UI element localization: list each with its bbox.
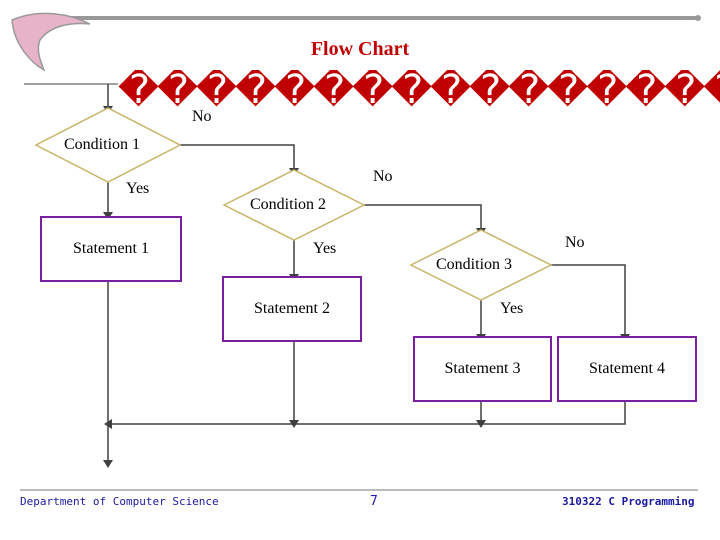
slide-title: Flow Chart	[310, 38, 410, 60]
branch-no-3: No	[565, 234, 585, 251]
condition-1-label: Condition 1	[64, 136, 141, 153]
garbled-heading: �����������������	[118, 70, 720, 110]
statement-4-box: Statement 4	[557, 336, 697, 402]
statement-4-label: Statement 4	[589, 360, 665, 377]
branch-yes-2: Yes	[313, 240, 337, 257]
decision-condition-1	[34, 107, 182, 183]
footer-department: Department of Computer Science	[20, 495, 219, 508]
statement-1-label: Statement 1	[73, 240, 149, 257]
branch-yes-1: Yes	[126, 180, 150, 197]
branch-yes-3: Yes	[500, 300, 524, 317]
decision-condition-3	[409, 229, 553, 301]
flow-connectors	[107, 84, 626, 462]
branch-no-2: No	[373, 168, 393, 185]
statement-3-box: Statement 3	[413, 336, 552, 402]
footer-page-number: 7	[370, 494, 378, 509]
branch-no-1: No	[192, 108, 212, 125]
condition-2-label: Condition 2	[250, 196, 327, 213]
statement-2-box: Statement 2	[222, 276, 362, 342]
statement-1-box: Statement 1	[40, 216, 182, 282]
footer-course: 310322 C Programming	[562, 495, 695, 508]
statement-3-label: Statement 3	[444, 360, 521, 377]
statement-2-label: Statement 2	[254, 300, 330, 317]
arrowheads	[103, 106, 630, 468]
decision-condition-2	[222, 169, 366, 241]
condition-3-label: Condition 3	[436, 256, 513, 273]
